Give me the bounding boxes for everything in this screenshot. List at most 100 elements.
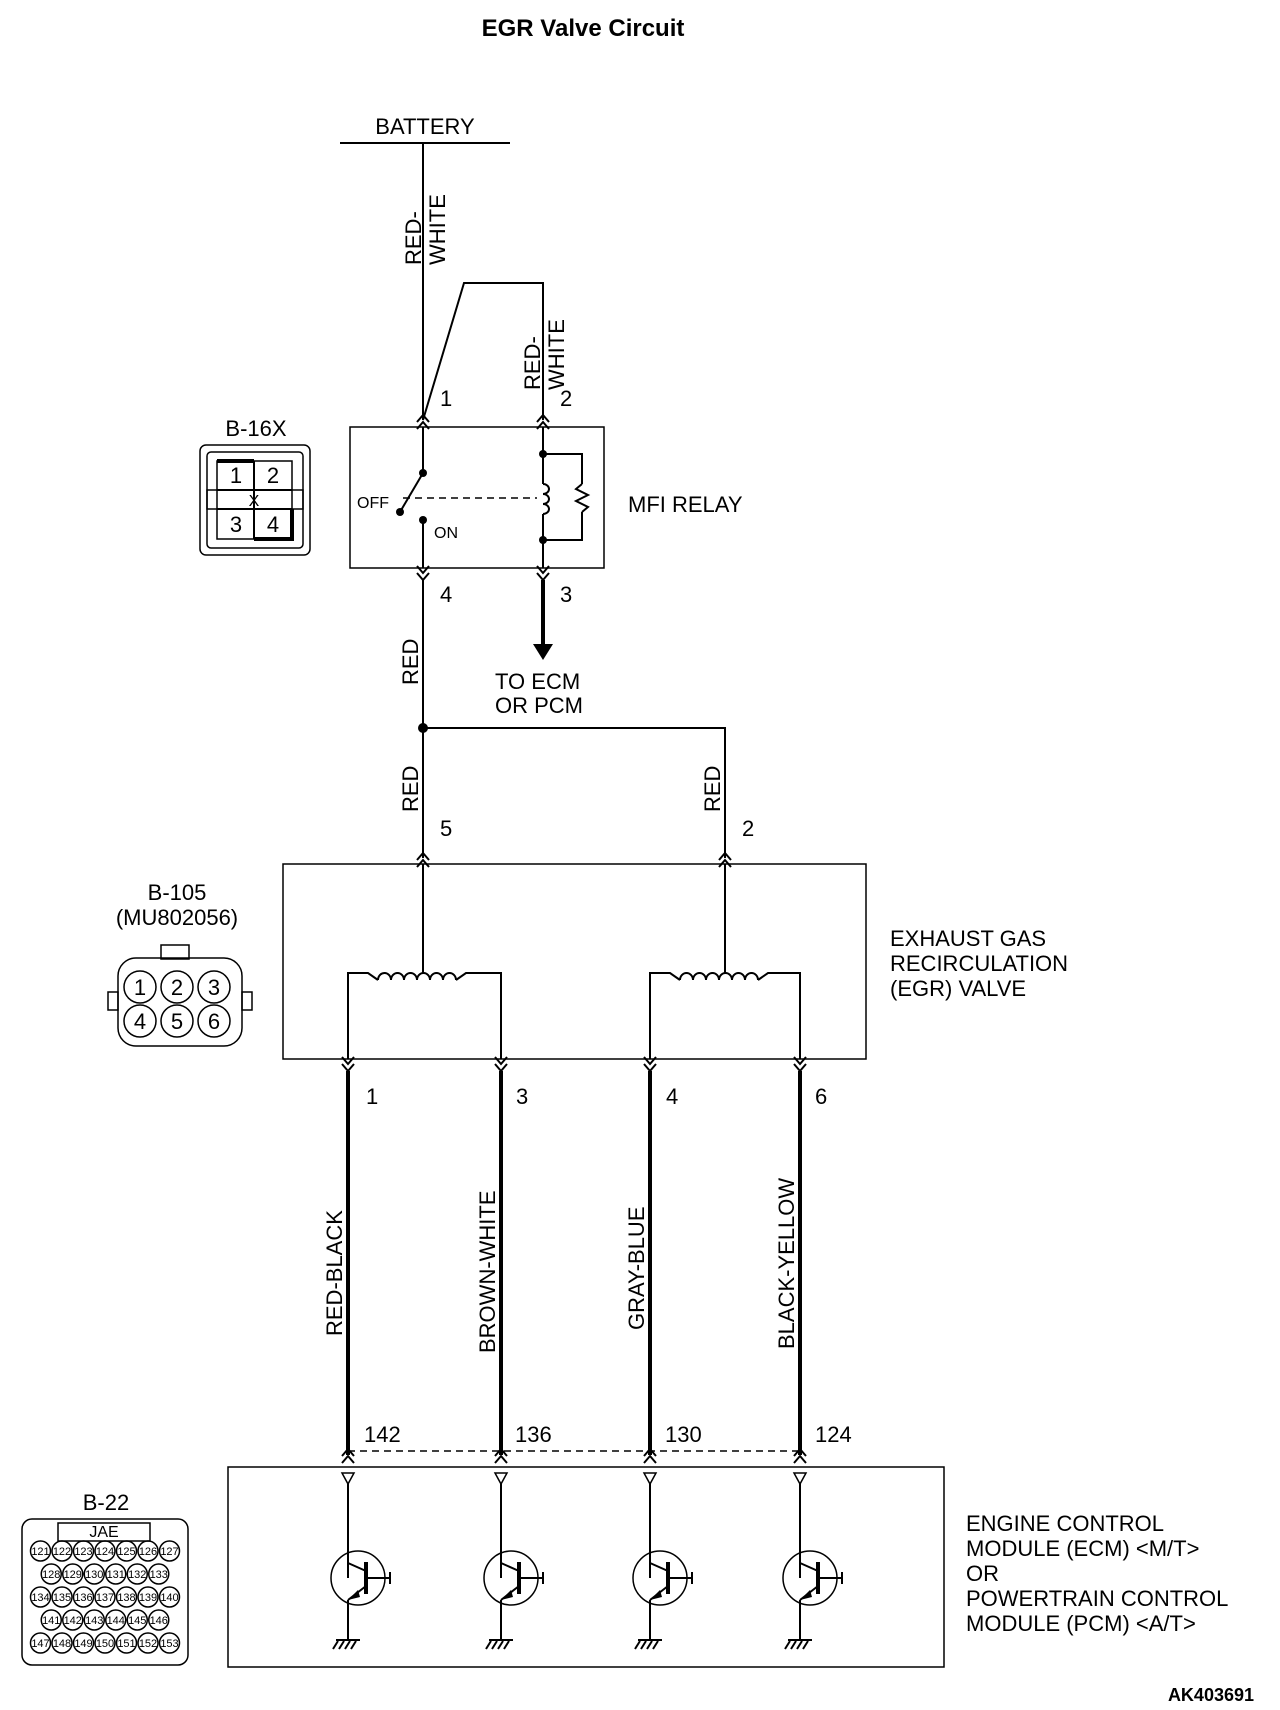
to-ecm-arrow <box>533 644 553 660</box>
b22-pin-cavity <box>115 1540 138 1562</box>
b22-pin-cavity <box>29 1540 52 1562</box>
b22-pin-cavity <box>105 1609 127 1631</box>
b22-pin-number: 130 <box>85 1569 103 1581</box>
b22-pin-cavity <box>51 1540 73 1562</box>
egr-pin-5: 5 <box>440 816 452 841</box>
relay-on-label: ON <box>434 525 458 542</box>
wire-relay-pin2-loop <box>422 282 544 421</box>
b22-pin-number: 138 <box>117 1592 135 1604</box>
wire-label-egr-pin2: RED <box>700 766 725 812</box>
wire-label-relay-pin2: RED-WHITE <box>520 319 569 390</box>
relay-off-label: OFF <box>357 495 389 512</box>
wire-label-egr-pin6: BLACK-YELLOW <box>774 1178 799 1349</box>
egr-pin-3: 3 <box>516 1084 528 1109</box>
ecm-pin-142: 142 <box>364 1422 401 1447</box>
egr-pin-2: 2 <box>742 816 754 841</box>
b22-pin-number: 131 <box>107 1569 125 1581</box>
egr-pin-6: 6 <box>815 1084 827 1109</box>
ecm-driver-transistor <box>483 1472 544 1650</box>
ecm-driver-transistor <box>782 1472 843 1650</box>
b22-pin-cavity <box>115 1586 138 1608</box>
b22-pin-cavity <box>148 1609 170 1631</box>
b105-pin-number: 1 <box>134 975 146 1000</box>
b22-pin-number: 148 <box>53 1638 71 1650</box>
egr-pin-4: 4 <box>666 1084 678 1109</box>
b22-pin-number: 144 <box>107 1615 125 1627</box>
b22-pin-number: 123 <box>74 1546 92 1558</box>
b22-pin-cavity <box>137 1586 159 1608</box>
b22-pin-number: 137 <box>96 1592 114 1604</box>
wire-egr-pin2 <box>423 727 726 858</box>
b22-pin-number: 133 <box>150 1569 168 1581</box>
b22-pin-number: 134 <box>31 1592 49 1604</box>
wire-label-relay-out: RED <box>398 639 423 685</box>
b22-pin-number: 122 <box>53 1546 71 1558</box>
ecm-box <box>227 1466 945 1668</box>
egr-right-coil <box>679 972 759 981</box>
b22-pin-number: 147 <box>31 1638 49 1650</box>
wire-label-egr-pin3: BROWN-WHITE <box>475 1190 500 1353</box>
b22-pin-cavity <box>94 1586 116 1608</box>
wire-label-egr-pin5: RED <box>398 766 423 812</box>
svg-text:GRAY-BLUE: GRAY-BLUE <box>624 1207 649 1331</box>
relay-pin-3: 3 <box>560 582 572 607</box>
egr-pin-1: 1 <box>366 1084 378 1109</box>
relay-pin-2: 2 <box>560 386 572 411</box>
svg-text:RED-WHITE: RED-WHITE <box>520 319 569 390</box>
egr-valve-box <box>282 863 867 1060</box>
b22-pin-number: 143 <box>85 1615 103 1627</box>
battery-label: BATTERY <box>375 114 475 139</box>
b22-pin-number: 150 <box>96 1638 114 1650</box>
ecm-pin-124: 124 <box>815 1422 852 1447</box>
b22-pin-number: 126 <box>139 1546 157 1558</box>
b22-pin-cavity <box>51 1632 73 1654</box>
egr-top-terminal-marks <box>416 851 732 868</box>
svg-text:RED: RED <box>398 639 423 685</box>
svg-text:RED: RED <box>700 766 725 812</box>
svg-text:BROWN-WHITE: BROWN-WHITE <box>475 1190 500 1353</box>
b105-pin-number: 3 <box>208 975 220 1000</box>
b16x-pin-2: 2 <box>267 463 279 488</box>
mfi-relay-box <box>349 426 605 569</box>
b22-pin-cavity <box>40 1563 62 1585</box>
b105-pin-cavity <box>160 970 194 1004</box>
b22-pin-number: 146 <box>150 1615 168 1627</box>
relay-resistor <box>573 483 591 513</box>
egr-left-coil <box>377 972 457 981</box>
b16x-pin-4: 4 <box>267 512 279 537</box>
ecm-driver-transistor <box>632 1472 693 1650</box>
b16x-pin-3: 3 <box>230 512 242 537</box>
relay-coil <box>542 483 550 515</box>
b22-pin-cavity <box>40 1609 62 1631</box>
b22-pin-cavity <box>72 1586 95 1608</box>
b105-pin-number: 4 <box>134 1009 146 1034</box>
ecm-pin-136: 136 <box>515 1422 552 1447</box>
b105-pin-cavity <box>160 1004 194 1038</box>
b22-pin-number: 125 <box>117 1546 135 1558</box>
b22-pin-number: 139 <box>139 1592 157 1604</box>
b22-pin-cavity <box>126 1609 148 1631</box>
svg-text:BLACK-YELLOW: BLACK-YELLOW <box>774 1178 799 1349</box>
b22-pin-cavity <box>83 1609 105 1631</box>
diagram-title: EGR Valve Circuit <box>482 15 685 42</box>
b22-pin-cavity <box>158 1586 181 1608</box>
connector-b16x: 1 2 3 4 X <box>199 444 311 556</box>
b22-pin-cavity <box>94 1632 116 1654</box>
b22-pin-number: 142 <box>64 1615 82 1627</box>
b22-pin-cavity <box>158 1540 181 1562</box>
b22-pin-number: 153 <box>160 1638 178 1650</box>
ecm-drivers <box>330 1472 843 1650</box>
b105-pin-number: 6 <box>208 1009 220 1034</box>
b22-pin-cavity <box>137 1540 159 1562</box>
b105-pin-cavity <box>123 970 157 1004</box>
connector-b105-part: (MU802056) <box>116 905 238 930</box>
b22-pin-cavity <box>62 1609 84 1631</box>
b22-pin-cavity <box>148 1563 170 1585</box>
connector-b105-label: B-105 <box>148 880 207 905</box>
b22-pin-cavity <box>115 1632 138 1654</box>
relay-pin-4: 4 <box>440 582 452 607</box>
